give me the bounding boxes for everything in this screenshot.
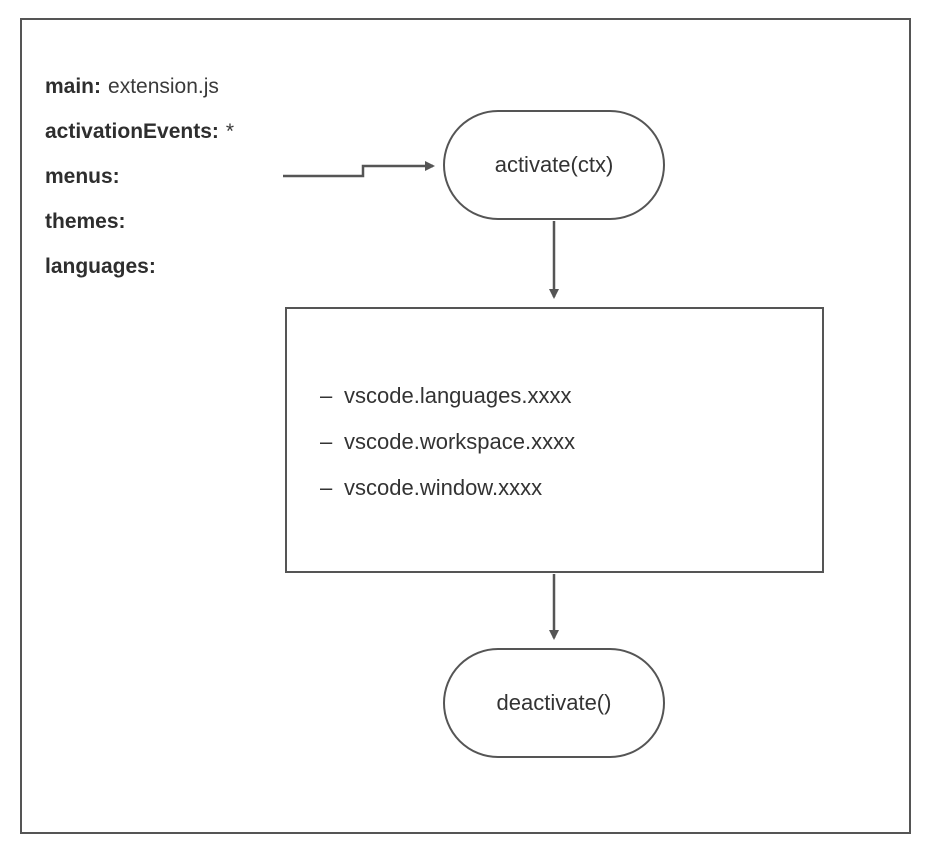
config-value-activation-events: *	[225, 120, 235, 143]
api-item-languages: –vscode.languages.xxxx	[320, 375, 575, 421]
config-key-languages: languages:	[45, 255, 156, 278]
diagram-frame	[20, 18, 911, 834]
deactivate-label: deactivate()	[496, 690, 612, 715]
config-row-menus: menus:	[45, 160, 127, 194]
api-item-label: vscode.workspace.xxxx	[344, 429, 576, 454]
config-value-main: extension.js	[108, 75, 219, 98]
config-key-main: main:	[45, 75, 102, 98]
dash-bullet: –	[320, 383, 333, 408]
api-list: –vscode.languages.xxxx –vscode.workspace…	[320, 375, 575, 513]
config-key-menus: menus:	[45, 165, 120, 188]
dash-bullet: –	[320, 429, 333, 454]
activate-label: activate(ctx)	[494, 152, 614, 177]
extension-api-box: –vscode.languages.xxxx –vscode.workspace…	[285, 307, 824, 573]
activate-node: activate(ctx)	[443, 110, 665, 220]
dash-bullet: –	[320, 475, 333, 500]
api-item-workspace: –vscode.workspace.xxxx	[320, 421, 575, 467]
config-key-activation-events: activationEvents:	[45, 120, 219, 143]
api-item-window: –vscode.window.xxxx	[320, 467, 575, 513]
config-row-languages: languages:	[45, 250, 163, 284]
config-row-themes: themes:	[45, 205, 133, 239]
deactivate-node: deactivate()	[443, 648, 665, 758]
api-item-label: vscode.languages.xxxx	[344, 383, 572, 408]
config-row-activation-events: activationEvents: *	[45, 115, 234, 149]
config-row-main: main: extension.js	[45, 70, 219, 104]
config-key-themes: themes:	[45, 210, 126, 233]
api-item-label: vscode.window.xxxx	[344, 475, 543, 500]
